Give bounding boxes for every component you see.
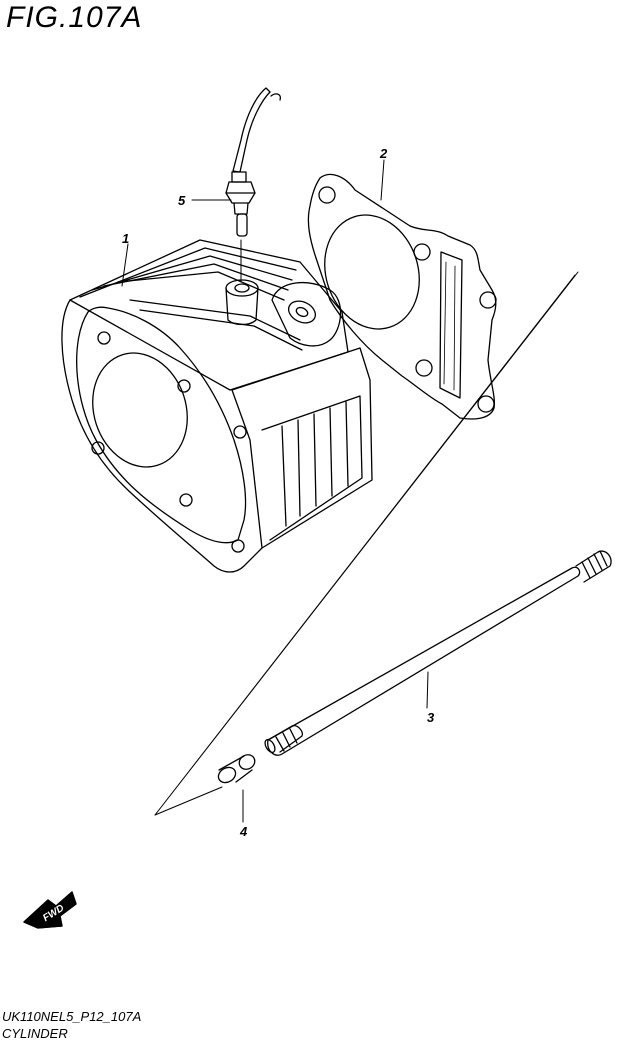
callout-5: 5 — [178, 193, 186, 208]
part-2-cylinder-gasket — [307, 173, 497, 420]
callout-2: 2 — [379, 146, 388, 161]
fwd-arrow-icon: FWD — [23, 891, 77, 929]
part-5-temperature-sensor — [225, 87, 282, 283]
figure-title: FIG.107A — [6, 1, 143, 34]
callout-4: 4 — [239, 824, 248, 839]
footer-assembly-name: CYLINDER — [2, 1026, 68, 1041]
callout-3: 3 — [427, 710, 435, 725]
part-1-cylinder-block — [61, 239, 373, 573]
callout-1: 1 — [122, 231, 129, 246]
part-4-dowel-pin — [217, 754, 256, 784]
footer-drawing-code: UK110NEL5_P12_107A — [2, 1009, 142, 1024]
leader-lines — [121, 159, 429, 823]
part-3-stud-bolt — [264, 550, 612, 756]
assembly-outline — [154, 271, 579, 816]
